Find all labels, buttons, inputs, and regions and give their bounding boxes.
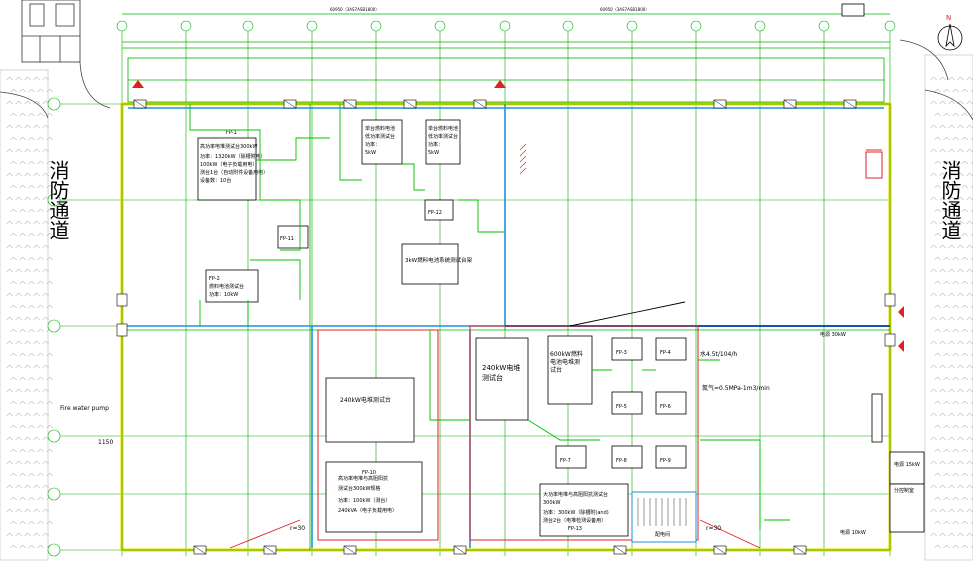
svg-text:600kW燃料: 600kW燃料 xyxy=(550,350,583,358)
svg-text:FP-2: FP-2 xyxy=(209,276,220,282)
room-r11: 配电间 xyxy=(631,491,697,543)
svg-text:FP-3: FP-3 xyxy=(616,350,627,356)
svg-text:300kW: 300kW xyxy=(543,500,560,506)
svg-text:FP-1: FP-1 xyxy=(226,130,237,136)
red-diagonal-left xyxy=(229,519,301,549)
room-r4: 3kW燃料电池系统测试台架 xyxy=(401,243,473,285)
svg-text:设备数：10台: 设备数：10台 xyxy=(200,177,231,184)
svg-text:单台燃料电池: 单台燃料电池 xyxy=(365,125,395,132)
left-measure: 1150 xyxy=(98,439,113,446)
north-label: N xyxy=(946,14,951,22)
svg-text:3kW燃料电池系统测试台架: 3kW燃料电池系统测试台架 xyxy=(405,256,473,264)
fire-lane-left: 消防通道 xyxy=(46,160,70,240)
svg-text:FP-5: FP-5 xyxy=(616,404,627,410)
svg-text:240kW电堆: 240kW电堆 xyxy=(482,363,520,372)
equipment-boxes xyxy=(277,199,687,469)
svg-text:高功率电堆与高阻阳抗: 高功率电堆与高阻阳抗 xyxy=(338,475,388,482)
svg-text:FP-11: FP-11 xyxy=(280,236,294,242)
dim-top-label: 60950（3AS7ASB1800） xyxy=(330,7,379,12)
room-r10: 大功率电堆与高阻阳抗测试台 300kW 功率：300kW（除槽附(and) 测台… xyxy=(539,483,629,537)
room-r9: 600kW燃料 电池电堆测 试台 xyxy=(547,335,593,405)
svg-text:FP-10: FP-10 xyxy=(362,470,376,476)
fire-water-pump-label: Fire water pump xyxy=(60,405,109,412)
svg-text:功率：: 功率： xyxy=(365,141,380,148)
power-annotation-2: 电源 15kW xyxy=(894,461,920,468)
flow-annotation-2: 氮气=0.5MPa-1m3/min xyxy=(702,384,770,392)
fp-tags: FP-1 FP-11 FP-12 FP-3 FP-4 FP-5 FP-6 FP-… xyxy=(226,130,671,532)
red-hatch xyxy=(519,143,527,175)
interior-partitions xyxy=(122,57,890,550)
svg-text:功率：300kW（除槽附(and): 功率：300kW（除槽附(and) xyxy=(543,509,609,516)
room-r5: FP-2 燃料电池测试台 功率：10kW xyxy=(205,269,259,303)
svg-text:功率：10kW: 功率：10kW xyxy=(209,291,238,298)
green-pipe-routes xyxy=(189,104,790,530)
road-curves xyxy=(0,39,973,121)
landscape-left xyxy=(0,69,53,561)
room-r8: 240kW电堆 测试台 xyxy=(475,337,529,421)
svg-text:功率：100kW（测台）: 功率：100kW（测台） xyxy=(338,497,390,504)
svg-text:试台: 试台 xyxy=(550,366,562,374)
power-annotation-3: 电源 10kW xyxy=(840,529,866,536)
svg-text:100kW（电子负载用电）: 100kW（电子负载用电） xyxy=(200,161,257,168)
svg-text:燃料电池测试台: 燃料电池测试台 xyxy=(209,283,244,290)
door-symbols xyxy=(116,99,896,555)
north-arrow-icon: N xyxy=(937,14,963,51)
diagonal-line xyxy=(569,301,686,327)
warning-markers xyxy=(132,80,904,352)
svg-text:配电间: 配电间 xyxy=(655,531,670,538)
svg-text:大功率电堆与高阻阳抗测试台: 大功率电堆与高阻阳抗测试台 xyxy=(543,491,608,498)
radius-label-1: r=30 xyxy=(290,525,305,532)
svg-text:功率：1320kW（除槽附电）: 功率：1320kW（除槽附电） xyxy=(200,153,266,160)
power-annotation-1: 电源 30kW xyxy=(820,331,846,338)
svg-text:FP-12: FP-12 xyxy=(428,210,442,216)
control-room-label: 分控制室 xyxy=(894,487,914,494)
control-room xyxy=(871,393,925,533)
axis-bubbles-left xyxy=(47,97,61,557)
radius-label-2: r=30 xyxy=(706,525,721,532)
room-r7: 高功率电堆与高阻阳抗 测试台300kW规格 功率：100kW（测台） 240kV… xyxy=(325,461,423,533)
fire-lane-right: 消防通道 xyxy=(938,160,962,240)
svg-text:FP-4: FP-4 xyxy=(660,350,671,356)
svg-text:测台2台（电堆检测设备用）: 测台2台（电堆检测设备用） xyxy=(543,517,606,524)
svg-text:单台燃料电池: 单台燃料电池 xyxy=(428,125,458,132)
svg-text:电池电堆测: 电池电堆测 xyxy=(550,358,580,366)
svg-text:低功率测试台: 低功率测试台 xyxy=(365,133,395,140)
flow-annotation-1: 水4.5t/104/h xyxy=(700,350,737,358)
landscape-right xyxy=(924,54,973,561)
svg-text:5kW: 5kW xyxy=(428,150,439,156)
room-r6: 240kW电堆测试台 xyxy=(325,377,415,443)
row-grid-lines xyxy=(60,103,890,551)
svg-text:FP-7: FP-7 xyxy=(560,458,571,464)
axis-bubbles-top xyxy=(116,20,896,32)
red-diagonal xyxy=(699,519,761,549)
svg-text:FP-13: FP-13 xyxy=(568,526,582,532)
red-rooms xyxy=(317,149,883,541)
svg-text:5kW: 5kW xyxy=(365,150,376,156)
top-dimension xyxy=(122,13,890,49)
svg-text:功率：: 功率： xyxy=(428,141,443,148)
room-r1: 高功率电堆测试台300kW 功率：1320kW（除槽附电） 100kW（电子负载… xyxy=(197,137,268,201)
legend-box xyxy=(841,3,865,17)
svg-text:测试台300kW规格: 测试台300kW规格 xyxy=(338,485,380,492)
svg-text:240kVA（电子负载用电）: 240kVA（电子负载用电） xyxy=(338,507,397,514)
svg-text:FP-6: FP-6 xyxy=(660,404,671,410)
svg-text:低功率测试台: 低功率测试台 xyxy=(428,133,458,140)
room-r2: 单台燃料电池 低功率测试台 功率： 5kW xyxy=(361,119,403,165)
svg-text:高功率电堆测试台300kW: 高功率电堆测试台300kW xyxy=(200,143,257,150)
svg-text:FP-9: FP-9 xyxy=(660,458,671,464)
svg-text:测试台: 测试台 xyxy=(482,373,503,382)
svg-text:FP-8: FP-8 xyxy=(616,458,627,464)
room-r3: 单台燃料电池 低功率测试台 功率： 5kW xyxy=(425,119,461,165)
svg-text:测台1台（自动附件设备用电）: 测台1台（自动附件设备用电） xyxy=(200,169,268,176)
svg-text:240kW电堆测试台: 240kW电堆测试台 xyxy=(340,396,391,404)
top-left-structure xyxy=(21,0,81,63)
dim-top-label-2: 60950（3AS7ASB1800） xyxy=(600,7,649,12)
